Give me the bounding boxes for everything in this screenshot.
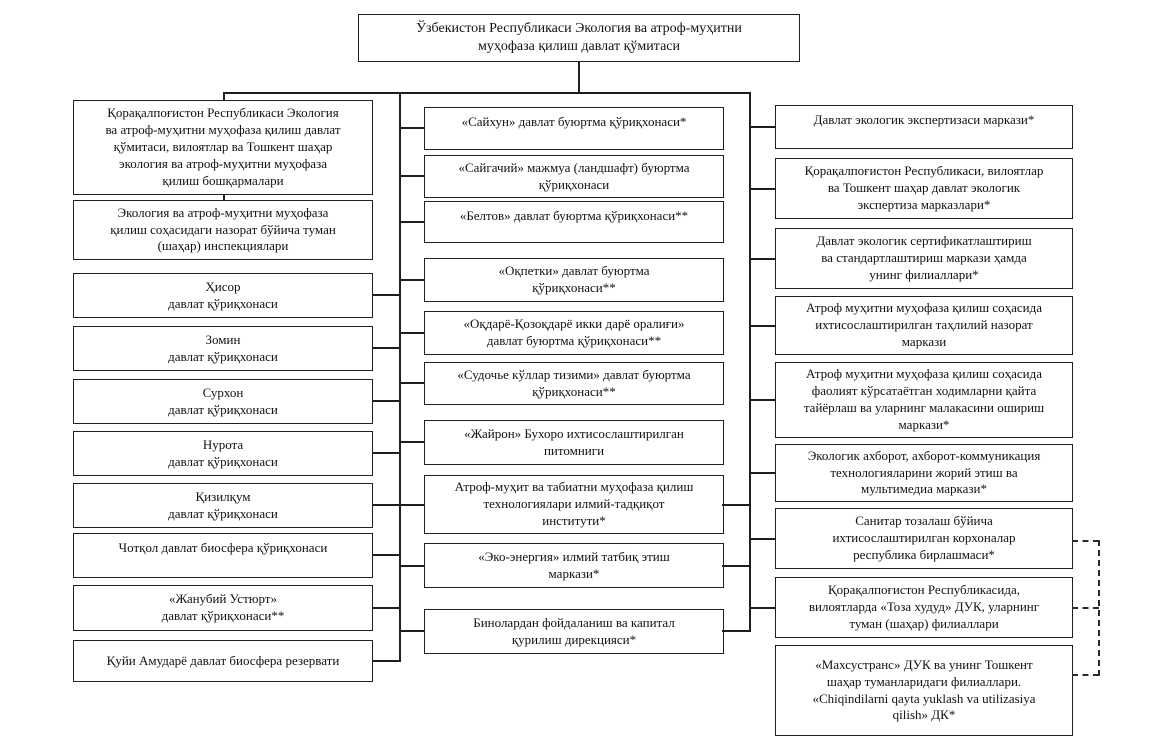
org-box-regional-departments: Қорақалпоғистон Республикаси Экология ва… [73,100,373,195]
org-box-oqdaryo-qozoqdaryo-zakaznik: «Оқдарё-Қозоқдарё икки дарё оралиғи» дав… [424,311,724,355]
org-box-hisor-reserve: Ҳисор давлат қўриқхонаси [73,273,373,318]
connector-left-spine [399,92,401,662]
connector-mid-oqpetki [399,279,425,281]
connector-left-nurota [372,452,401,454]
org-box-retraining-center: Атроф муҳитни муҳофаза қилиш соҳасида фа… [775,362,1073,438]
connector-eco-energy-to-right-spine [722,565,751,567]
org-box-certification-center: Давлат экологик сертификатлаштириш ва ст… [775,228,1073,289]
org-box-toza-hudud: Қорақалпоғистон Республикасида, вилоятла… [775,577,1073,638]
connector-right-regional-expertise [749,188,776,190]
connector-left-qizilqum [372,504,401,506]
connector-right-multimedia [749,472,776,474]
connector-mid-sudoche [399,382,425,384]
connector-right-spine [749,92,751,632]
org-box-surxon-reserve: Сурхон давлат қўриқхонаси [73,379,373,424]
org-box-research-institute: Атроф-муҳит ва табиатни муҳофаза қилиш т… [424,475,724,534]
connector-mid-institute [399,504,425,506]
org-box-beltov-zakaznik: «Белтов» давлат буюртма қўриқхонаси** [424,201,724,243]
connector-mid-oqdaryo [399,332,425,334]
org-box-root-committee: Ўзбекистон Республикаси Экология ва атро… [358,14,800,62]
connector-institute-to-right-spine [722,504,751,506]
connector-directorate-to-right-spine [722,630,751,632]
org-box-eco-energy-center: «Эко-энергия» илмий татбиқ этиш маркази* [424,543,724,588]
connector-mid-sayxun [399,127,425,129]
org-box-maxsustrans: «Махсустранс» ДУК ва унинг Тошкент шаҳар… [775,645,1073,736]
connector-mid-eco-energy [399,565,425,567]
connector-right-sanitary [749,538,776,540]
connector-mid-saygachiy [399,175,425,177]
org-box-oqpetki-zakaznik: «Оқпетки» давлат буюртма қўриқхонаси** [424,258,724,302]
connector-bus [223,92,751,94]
org-box-regional-expertise-centers: Қорақалпоғистон Республикаси, вилоятлар … [775,158,1073,219]
connector-root-to-bus [578,62,580,94]
connector-mid-directorate [399,630,425,632]
connector-left-ustyurt [372,607,401,609]
connector-right-retraining [749,399,776,401]
org-box-district-inspections: Экология ва атроф-муҳитни муҳофаза қилиш… [73,200,373,260]
connector-bus-to-left-col [223,92,225,100]
connector-left1-to-left2 [223,195,225,200]
org-box-chotqol-biosphere-reserve: Чотқол давлат биосфера қўриқхонаси [73,533,373,578]
connector-mid-beltov [399,221,425,223]
org-box-multimedia-center: Экологик ахборот, ахборот-коммуникация т… [775,444,1073,502]
org-box-qizilqum-reserve: Қизилқум давлат қўриқхонаси [73,483,373,528]
org-box-sanitary-association: Санитар тозалаш бўйича ихтисослаштирилга… [775,508,1073,569]
connector-right-toza-hudud [749,607,776,609]
org-box-analytical-control-center: Атроф муҳитни муҳофаза қилиш соҳасида их… [775,296,1073,355]
connector-dashed-maxsustrans [1072,674,1099,676]
connector-left-surxon [372,400,401,402]
connector-dashed-toza-hudud [1072,607,1099,609]
connector-left-zomin [372,347,401,349]
org-box-sayxun-zakaznik: «Сайхун» давлат буюртма қўриқхонаси* [424,107,724,150]
org-box-janubiy-ustyurt-reserve: «Жанубий Устюрт» давлат қўриқхонаси** [73,585,373,631]
org-box-nurota-reserve: Нурота давлат қўриқхонаси [73,431,373,476]
org-box-sudoche-lakes-zakaznik: «Судочье кўллар тизими» давлат буюртма қ… [424,362,724,405]
org-box-buildings-directorate: Бинолардан фойдаланиш ва капитал қурилиш… [424,609,724,654]
org-box-quyi-amudaryo-biosphere-reserve: Қуйи Амударё давлат биосфера резервати [73,640,373,682]
connector-left-hisor [372,294,401,296]
connector-right-expertise-center [749,126,776,128]
connector-left-amudaryo [372,660,401,662]
connector-left-chotqol [372,554,401,556]
connector-dashed-spine [1098,540,1100,676]
connector-right-analytical [749,325,776,327]
org-box-jayron-nursery: «Жайрон» Бухоро ихтисослаштирилган питом… [424,420,724,465]
connector-mid-jayron [399,441,425,443]
connector-dashed-sanitary [1072,540,1099,542]
org-box-zomin-reserve: Зомин давлат қўриқхонаси [73,326,373,371]
org-box-saygachiy-zakaznik: «Сайгачий» мажмуа (ландшафт) буюртма қўр… [424,155,724,198]
org-box-state-ecological-expertise-center: Давлат экологик экспертизаси маркази* [775,105,1073,149]
connector-right-certification [749,258,776,260]
